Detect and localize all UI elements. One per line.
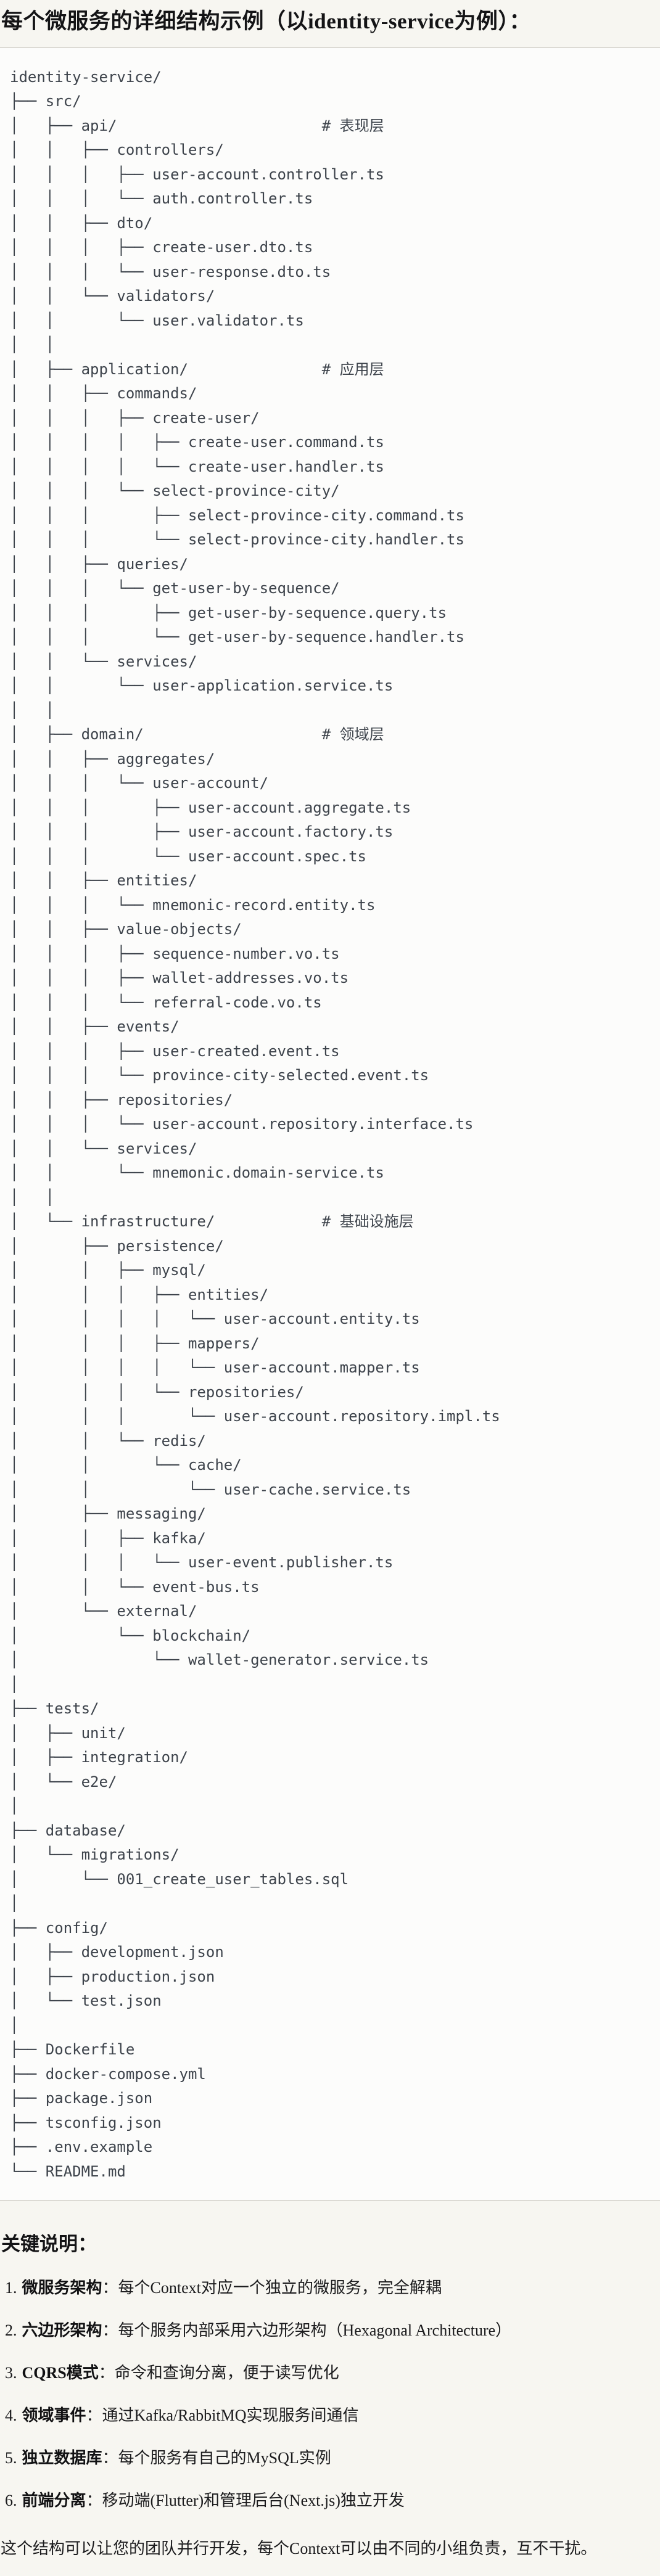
page-title: 每个微服务的详细结构示例（以identity-service为例）： [1, 9, 531, 33]
directory-tree: identity-service/ ├── src/ │ ├── api/ # … [10, 68, 500, 2180]
key-point-description: 移动端(Flutter)和管理后台(Next.js)独立开发 [102, 2492, 405, 2510]
key-point-number: 6. [5, 2492, 17, 2510]
key-point-description: 命令和查询分离，便于读写优化 [114, 2364, 339, 2382]
key-points-list: 1.微服务架构：每个Context对应一个独立的微服务，完全解耦 2.六边形架构… [0, 2277, 660, 2512]
code-block: identity-service/ ├── src/ │ ├── api/ # … [0, 46, 660, 2201]
closing-paragraph: 这个结构可以让您的团队并行开发，每个Context可以由不同的小组负责，互不干扰… [1, 2539, 597, 2558]
section-heading: 关键说明： [1, 2233, 97, 2255]
key-point-number: 1. [5, 2279, 17, 2297]
key-point-term: 独立数据库 [22, 2449, 102, 2467]
key-point-term: 六边形架构 [22, 2321, 102, 2340]
key-point-description: 通过Kafka/RabbitMQ实现服务间通信 [102, 2406, 359, 2425]
key-point-separator: ： [102, 2449, 118, 2467]
key-point-description: 每个服务有自己的MySQL实例 [118, 2449, 331, 2467]
key-point-item: 5. 独立数据库：每个服务有自己的MySQL实例 [0, 2447, 660, 2469]
key-point-separator: ： [102, 2321, 118, 2340]
key-point-number: 3. [5, 2364, 17, 2382]
key-point-term: 微服务架构 [22, 2279, 102, 2297]
key-point-item: 2. 六边形架构：每个服务内部采用六边形架构（Hexagonal Architec… [0, 2320, 660, 2341]
key-point-number: 4. [5, 2406, 17, 2425]
key-point-number: 2. [5, 2321, 17, 2340]
key-point-term: 前端分离 [22, 2492, 86, 2510]
key-point-term: CQRS模式 [22, 2364, 99, 2382]
key-point-description: 每个服务内部采用六边形架构（Hexagonal Architecture） [118, 2321, 512, 2340]
key-point-item: 4. 领域事件：通过Kafka/RabbitMQ实现服务间通信 [0, 2405, 660, 2426]
key-point-item: 3. CQRS模式：命令和查询分离，便于读写优化 [0, 2362, 660, 2384]
key-point-item: 1. 微服务架构：每个Context对应一个独立的微服务，完全解耦 [0, 2277, 660, 2299]
key-point-description: 每个Context对应一个独立的微服务，完全解耦 [118, 2279, 442, 2297]
key-point-term: 领域事件 [22, 2406, 86, 2425]
key-point-number: 5. [5, 2449, 17, 2467]
key-point-separator: ： [102, 2279, 118, 2297]
key-point-separator: ： [98, 2364, 115, 2382]
key-point-separator: ： [86, 2492, 102, 2510]
key-point-item: 6. 前端分离：移动端(Flutter)和管理后台(Next.js)独立开发 [0, 2490, 660, 2511]
key-point-separator: ： [86, 2406, 102, 2425]
